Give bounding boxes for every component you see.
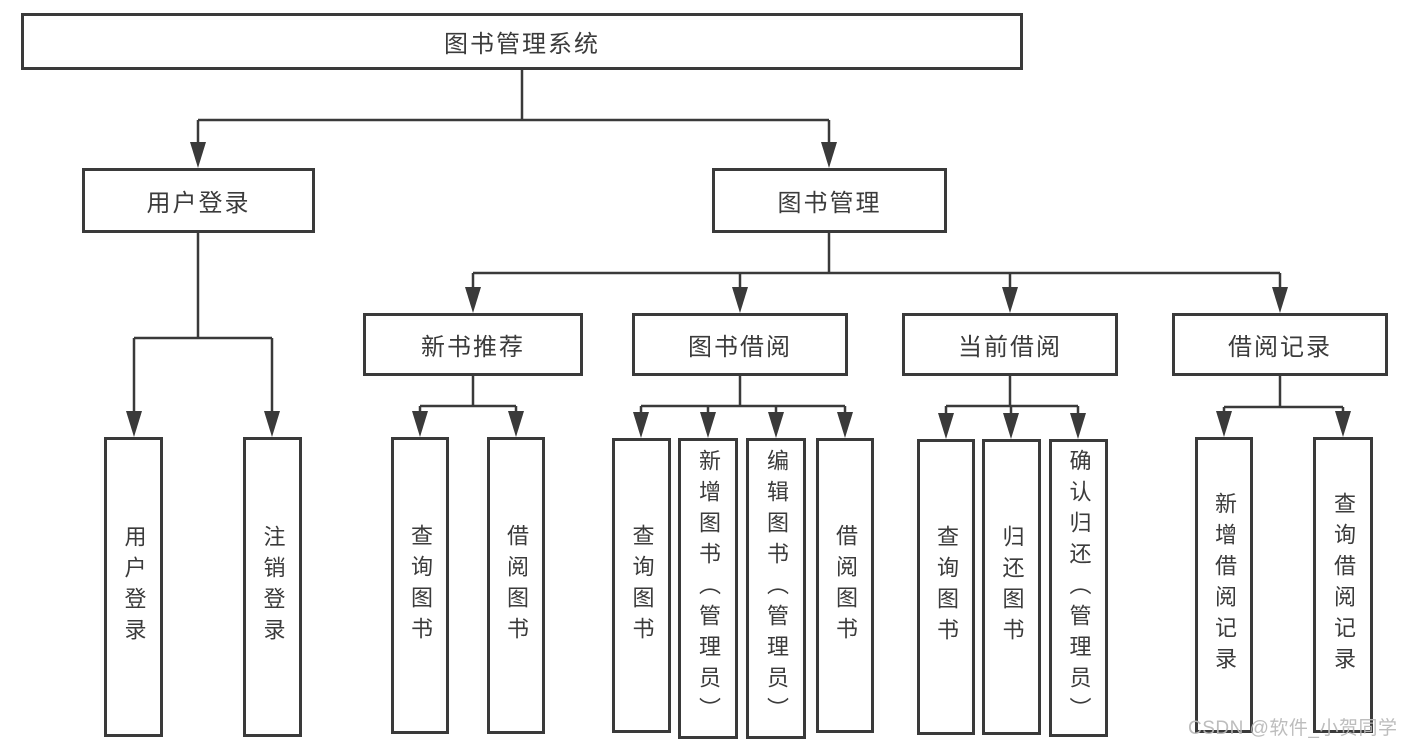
node-current-borrow: 当前借阅	[902, 313, 1118, 376]
node-user-login: 用户登录	[104, 437, 163, 737]
node-add-book-admin: 新增图书（管理员）	[678, 438, 738, 739]
node-root: 图书管理系统	[21, 13, 1023, 70]
node-user-login-branch: 用户登录	[82, 168, 315, 233]
node-add-borrow-record: 新增借阅记录	[1195, 437, 1253, 733]
node-new-book-recommend: 新书推荐	[363, 313, 583, 376]
node-logout: 注销登录	[243, 437, 302, 737]
node-query-borrow-record: 查询借阅记录	[1313, 437, 1373, 733]
node-borrow-record: 借阅记录	[1172, 313, 1388, 376]
arrowheads	[126, 142, 1351, 439]
node-book-management: 图书管理	[712, 168, 947, 233]
node-confirm-return-admin: 确认归还（管理员）	[1049, 439, 1108, 737]
node-book-borrow: 图书借阅	[632, 313, 848, 376]
node-query-book-recommend: 查询图书	[391, 437, 449, 734]
node-borrow-book: 借阅图书	[816, 438, 874, 733]
csdn-watermark: CSDN @软件_小贺同学	[1188, 718, 1398, 739]
node-query-book-borrow: 查询图书	[612, 438, 671, 733]
node-borrow-book-recommend: 借阅图书	[487, 437, 545, 734]
node-query-book-current: 查询图书	[917, 439, 975, 735]
node-edit-book-admin: 编辑图书（管理员）	[746, 438, 806, 739]
node-return-book: 归还图书	[982, 439, 1041, 735]
